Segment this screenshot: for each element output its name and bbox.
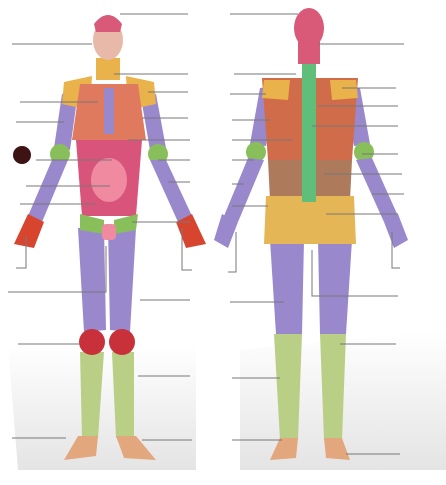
- left-thigh: [78, 226, 106, 332]
- back-left-thigh: [270, 240, 304, 334]
- right-forearm: [150, 160, 192, 222]
- floor-shadow-left: [8, 345, 200, 470]
- left-knee: [79, 329, 105, 355]
- gluteal-region: [264, 196, 356, 244]
- neck: [96, 58, 120, 80]
- back-left-forearm: [224, 158, 264, 222]
- umbilical-region: [91, 158, 127, 202]
- genital-region: [102, 224, 116, 240]
- scapular-region-left: [262, 80, 290, 100]
- head-top: [94, 15, 122, 32]
- left-forearm: [28, 160, 68, 222]
- right-knee: [109, 329, 135, 355]
- back-right-thigh: [318, 240, 352, 334]
- back-head: [294, 8, 324, 48]
- marker-dot[interactable]: [13, 146, 31, 164]
- back-right-lower-leg: [320, 334, 346, 440]
- back-right-forearm: [356, 158, 398, 222]
- scapular-region-right: [330, 80, 358, 100]
- right-thigh: [108, 226, 136, 332]
- sternum: [104, 88, 114, 134]
